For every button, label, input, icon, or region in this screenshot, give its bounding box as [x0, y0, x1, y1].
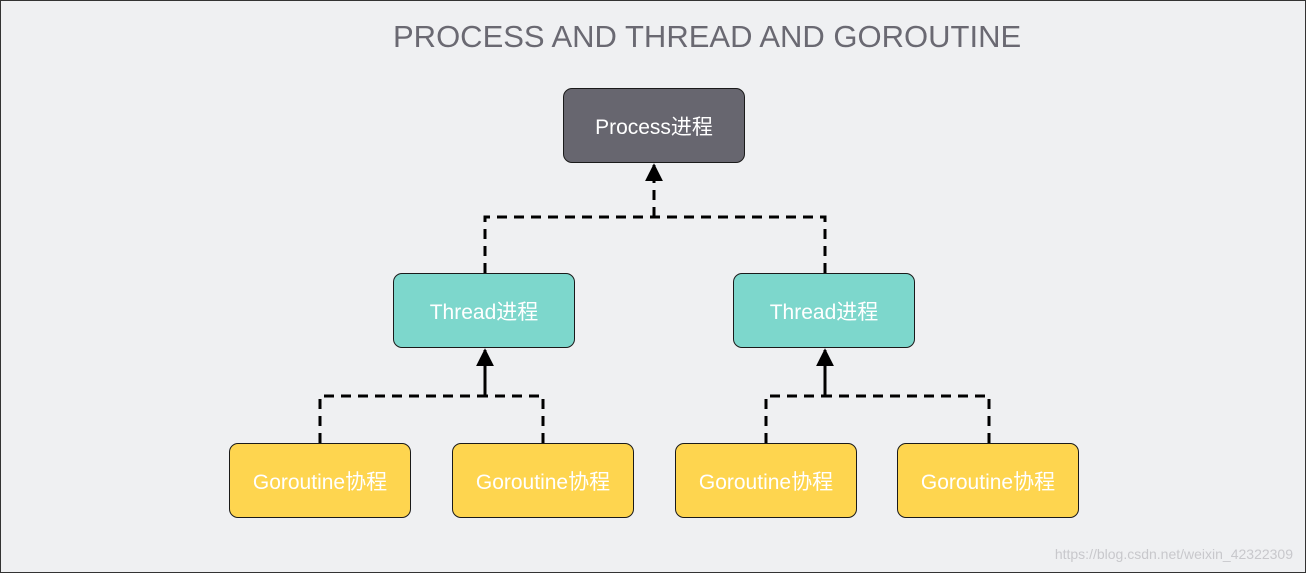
edge-goroutine-2-to-thread-1 [485, 394, 545, 443]
process-node: Process进程 [563, 88, 745, 163]
goroutine-node-3: Goroutine协程 [675, 443, 857, 518]
goroutine-node-4: Goroutine协程 [897, 443, 1079, 518]
thread-node-1: Thread进程 [393, 273, 575, 348]
goroutine-node-2: Goroutine协程 [452, 443, 634, 518]
diagram-title: PROCESS AND THREAD AND GOROUTINE [393, 19, 1022, 54]
edge-goroutine-4-to-thread-2 [825, 394, 991, 443]
edge-goroutine-1-to-thread-1 [318, 394, 485, 443]
thread-node-2: Thread进程 [733, 273, 915, 348]
goroutine-node-1: Goroutine协程 [229, 443, 411, 518]
edge-goroutine-3-to-thread-2 [764, 394, 825, 443]
edge-thread-2-to-process [654, 215, 827, 273]
watermark-text: https://blog.csdn.net/weixin_42322309 [1054, 546, 1293, 562]
edge-thread-1-to-process [483, 215, 654, 273]
